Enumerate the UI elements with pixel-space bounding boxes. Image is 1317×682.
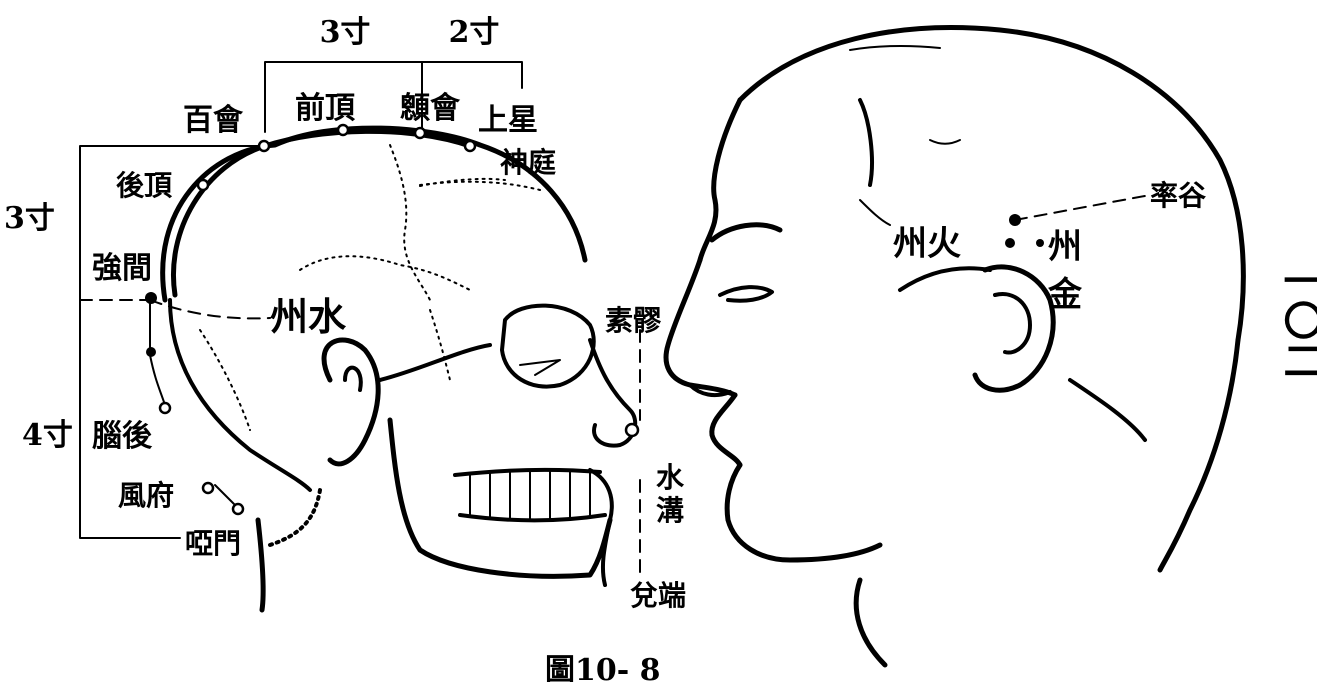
labels: 3寸 2寸 3寸 4寸 百會 前頂 顖會 上星 神庭 後頂 強間 腦後 風府 啞… [4, 15, 1317, 682]
top-3cun-label: 3寸 [320, 15, 371, 50]
xinhui-point [413, 126, 427, 140]
face-profile-drawing [663, 25, 1246, 668]
naohu-lower-point [158, 401, 172, 415]
yamen-label: 啞門 [185, 527, 241, 560]
shangxing-label: 上星 [478, 103, 538, 138]
qiangjian-point [145, 292, 157, 304]
qianding-label: 前頂 [295, 91, 356, 126]
huozhou-label: 州火 [893, 224, 961, 264]
left-bracket [79, 145, 265, 539]
naohu-point [146, 347, 156, 357]
top-bracket [264, 61, 523, 133]
figure-caption: 圖10- 8 [545, 653, 661, 682]
houding-label: 後頂 [116, 169, 173, 202]
page-number: 一〇二 [1277, 260, 1317, 380]
left-4cun-label: 4寸 [22, 418, 73, 453]
naohu-label: 腦後 [92, 419, 153, 454]
shuigou-label-2: 溝 [656, 494, 684, 527]
shuaigu-label: 率谷 [1150, 179, 1207, 212]
suliao-point [624, 422, 640, 438]
left-3cun-label: 3寸 [4, 201, 55, 236]
qianding-point [336, 123, 350, 137]
fengfu-label: 風府 [118, 479, 174, 512]
duiduan-label: 兌端 [630, 579, 686, 612]
suliao-label: 素髎 [605, 304, 661, 337]
jinzhou-point [1036, 239, 1044, 247]
channel-lines [149, 128, 1151, 576]
fengfu-point [201, 481, 215, 495]
houding-point [196, 178, 210, 192]
shuaigu-point [1009, 214, 1021, 226]
jinzhou-label-1: 州 [1048, 227, 1082, 267]
yamen-point [231, 502, 245, 516]
top-2cun-label: 2寸 [449, 15, 500, 50]
jinzhou-label-2: 金 [1047, 275, 1083, 315]
huozhou-point [1005, 238, 1015, 248]
shenting-label: 神庭 [500, 146, 556, 179]
shuigou-label-1: 水 [656, 461, 685, 494]
shangxing-point [463, 139, 477, 153]
acupoint-markers [145, 123, 1044, 516]
baihui-label: 百會 [183, 103, 244, 138]
baihui-point [257, 139, 271, 153]
xinhui-label: 顖會 [400, 91, 461, 126]
shuizhou-label: 州水 [270, 294, 347, 339]
qiangjian-label: 強間 [92, 251, 152, 286]
